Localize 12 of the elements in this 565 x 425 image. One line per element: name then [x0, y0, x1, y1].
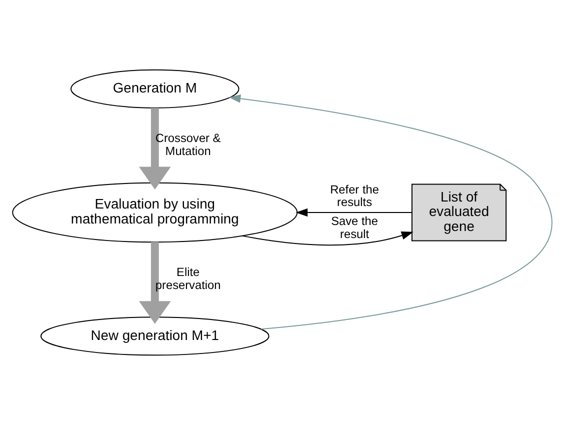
- node-ellipse: Generation M: [70, 69, 240, 108]
- node-ellipse: New generation M+1: [40, 316, 270, 356]
- arrow: [296, 208, 412, 217]
- arrow: [242, 232, 414, 246]
- node-ellipse: Evaluation by using mathematical programming: [12, 182, 298, 243]
- arrow: [228, 94, 552, 330]
- arrow: [138, 242, 171, 324]
- arrow: [138, 108, 171, 190]
- edge-label: Elite preservation: [155, 265, 221, 292]
- edge-label: Refer the results: [330, 182, 379, 210]
- edge-label: Crossover & Mutation: [155, 131, 221, 158]
- edge-label: Save the result: [331, 214, 378, 241]
